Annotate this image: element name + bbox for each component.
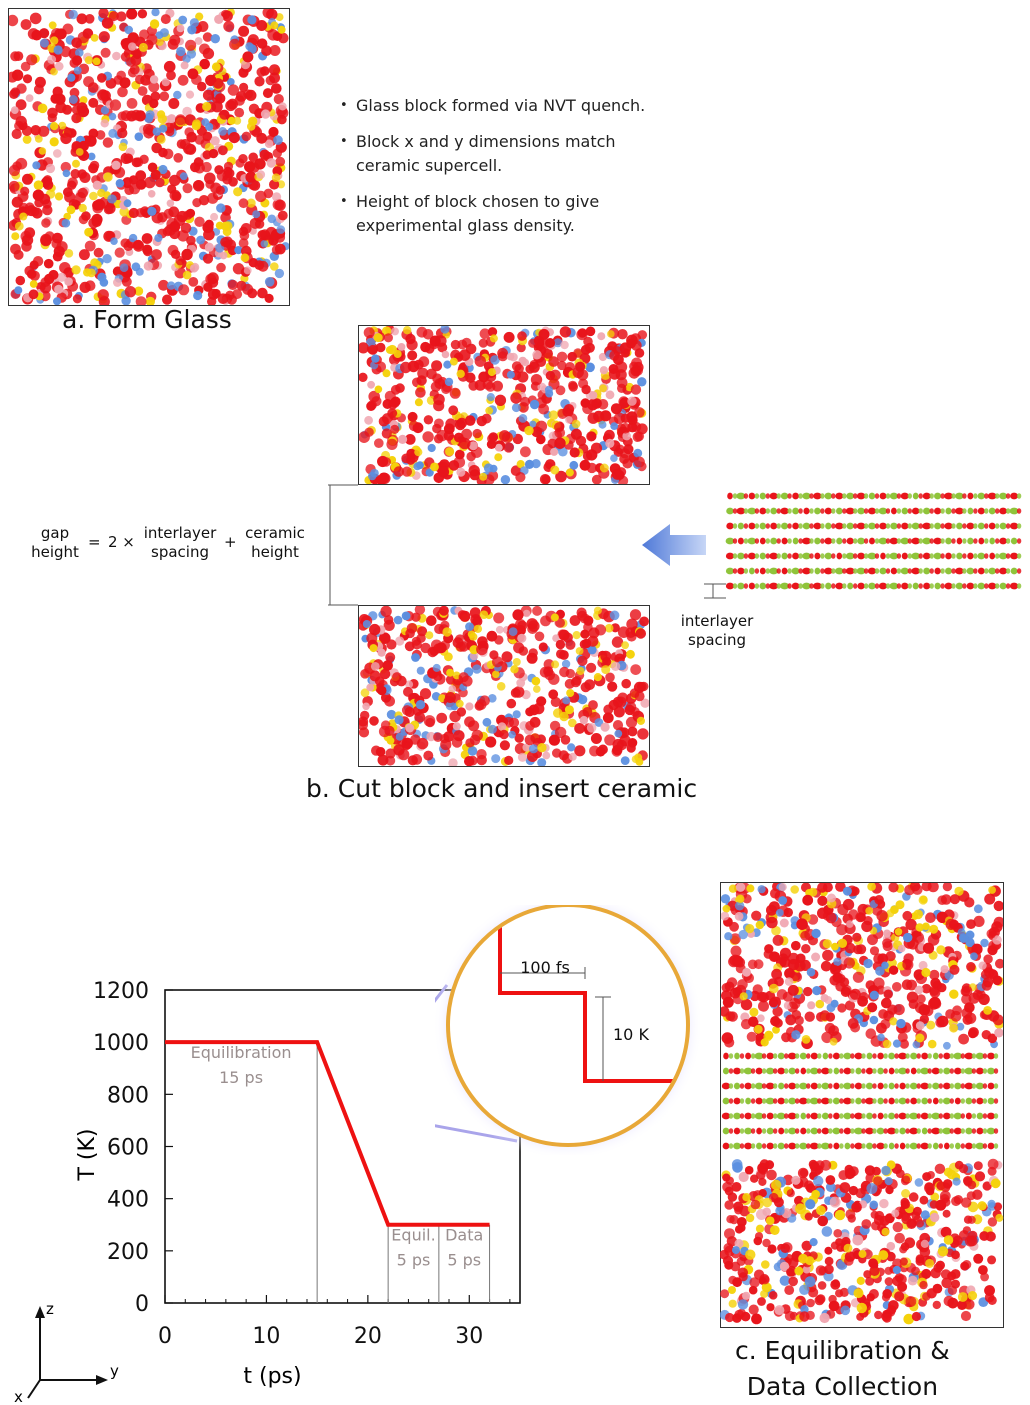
spacing-word: spacing bbox=[151, 543, 209, 561]
phase-label: Equil. bbox=[391, 1225, 435, 1244]
temperature-chart: 0 200 400 600 800 1000 1200 0 10 20 30 t (ps) T (K) E… bbox=[60, 970, 540, 1390]
phase-label: Equilibration bbox=[191, 1043, 292, 1062]
phase-duration: 5 ps bbox=[447, 1250, 481, 1269]
atom-cloud bbox=[358, 325, 648, 485]
spacing-label-line1: interlayer bbox=[680, 612, 754, 630]
spacing-bracket bbox=[704, 583, 726, 599]
caption-b: b. Cut block and insert ceramic bbox=[306, 774, 698, 803]
step-temp-label: 10 K bbox=[613, 1025, 649, 1044]
interlayer-spacing-term: interlayer spacing bbox=[140, 524, 220, 562]
final-system bbox=[720, 882, 1004, 1328]
glass-atoms-lower bbox=[358, 605, 650, 767]
caption-c-line2: Data Collection bbox=[746, 1372, 939, 1401]
x-tick-label: 0 bbox=[158, 1324, 172, 1349]
note-dimensions: Block x and y dimensions match ceramic s… bbox=[340, 130, 676, 178]
interlayer-spacing-label: interlayer spacing bbox=[672, 612, 762, 650]
x-axis-label: t (ps) bbox=[243, 1364, 301, 1389]
phase-duration: 5 ps bbox=[397, 1250, 431, 1269]
coordinate-axes: z y x bbox=[14, 1300, 119, 1405]
glass-block-lower bbox=[358, 605, 650, 767]
spacing-label-line2: spacing bbox=[688, 631, 746, 649]
glass-atoms-a bbox=[8, 8, 290, 306]
y-tick-label: 200 bbox=[107, 1240, 149, 1265]
note-nvt-quench: Glass block formed via NVT quench. bbox=[340, 94, 676, 118]
gap-height-label: gap height bbox=[26, 524, 84, 562]
insert-arrow-icon bbox=[642, 524, 706, 566]
phase-label: Data bbox=[445, 1225, 483, 1244]
zoom-connector bbox=[435, 1124, 518, 1143]
x-tick-label: 30 bbox=[455, 1324, 483, 1349]
note-density: Height of block chosen to give experimen… bbox=[340, 190, 676, 238]
inset-step-line bbox=[498, 907, 675, 1083]
axis-y-label: y bbox=[110, 1362, 119, 1380]
y-tick-label: 0 bbox=[135, 1292, 149, 1317]
magnifier-inset: 100 fs 10 K bbox=[435, 905, 703, 1155]
temperature-chart-svg: 0 200 400 600 800 1000 1200 0 10 20 30 t (ps) T (K) E… bbox=[75, 979, 521, 1389]
magnifier-ring bbox=[446, 905, 690, 1147]
atom-cloud-lower bbox=[720, 1158, 1004, 1325]
y-tick-label: 800 bbox=[107, 1083, 149, 1108]
ceramic-lattice bbox=[721, 1052, 999, 1150]
interlayer-word: interlayer bbox=[143, 524, 217, 542]
ceramic-height-term: ceramic height bbox=[240, 524, 310, 562]
height-word-2: height bbox=[251, 543, 299, 561]
caption-a: a. Form Glass bbox=[62, 305, 232, 334]
y-tick-label: 600 bbox=[107, 1136, 149, 1161]
ceramic-atoms bbox=[725, 492, 1022, 590]
y-tick-label: 1000 bbox=[93, 1031, 149, 1056]
atom-cloud bbox=[8, 8, 290, 306]
ceramic-word: ceramic bbox=[245, 524, 305, 542]
atom-cloud bbox=[720, 882, 1004, 1050]
plus-sign: + bbox=[224, 533, 237, 551]
panel-a-notes: Glass block formed via NVT quench. Block… bbox=[340, 94, 676, 250]
y-tick-label: 400 bbox=[107, 1188, 149, 1213]
phase-duration: 15 ps bbox=[219, 1068, 263, 1087]
x-tick-label: 20 bbox=[354, 1324, 382, 1349]
final-system-atoms bbox=[720, 882, 1004, 1328]
caption-c-line1: c. Equilibration & bbox=[735, 1336, 950, 1365]
height-word: height bbox=[31, 543, 79, 561]
x-tick-label: 10 bbox=[252, 1324, 280, 1349]
gap-dimension bbox=[328, 484, 358, 606]
equals-sign: = bbox=[88, 533, 101, 551]
temperature-series bbox=[165, 1040, 490, 1227]
y-tick-label: 1200 bbox=[93, 979, 149, 1004]
step-time-label: 100 fs bbox=[520, 958, 570, 977]
ceramic-lattice bbox=[725, 492, 1022, 590]
gap-word: gap bbox=[40, 524, 70, 542]
glass-block-a bbox=[8, 8, 290, 306]
factor-two: 2 × bbox=[108, 533, 135, 551]
caption-c: c. Equilibration & Data Collection bbox=[735, 1333, 950, 1405]
glass-atoms-upper bbox=[358, 325, 650, 485]
y-axis-label: T (K) bbox=[75, 1128, 100, 1181]
axis-x-label: x bbox=[14, 1388, 23, 1405]
axis-z-label: z bbox=[46, 1300, 54, 1318]
atom-cloud bbox=[358, 605, 650, 767]
glass-block-upper bbox=[358, 325, 650, 485]
ceramic-block bbox=[724, 488, 1026, 608]
